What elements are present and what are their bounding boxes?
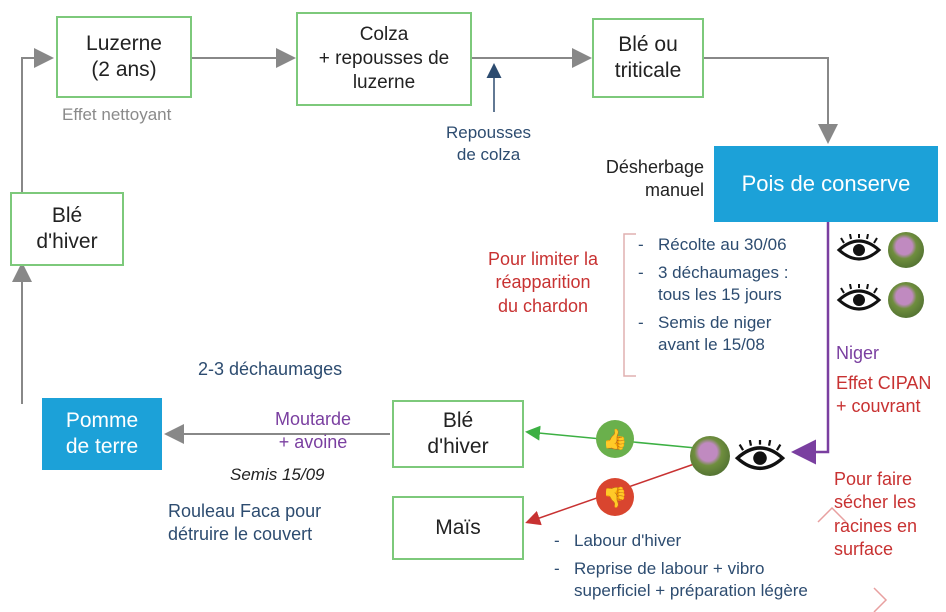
label-effet-cipan: Effet CIPAN + couvrant (836, 373, 932, 417)
list-bracket (623, 233, 636, 377)
list-item: Récolte au 30/06 (632, 234, 812, 256)
thistle-icon (888, 232, 924, 268)
list-mais-actions: Labour d'hiver Reprise de labour + vibro… (548, 530, 848, 608)
thistle-icon (690, 436, 730, 476)
box-mais: Maïs (392, 496, 524, 560)
list-item: Reprise de labour + vibro superficiel + … (548, 558, 848, 602)
label-moutarde: Moutarde + avoine (274, 409, 352, 453)
thumbs-up-icon: 👍 (596, 420, 634, 458)
thistle-icon (888, 282, 924, 318)
list-item: 3 déchaumages : tous les 15 jours (632, 262, 812, 306)
box-ble-ou-triticale: Blé ou triticale (592, 18, 704, 98)
box-pois-de-conserve: Pois de conserve (714, 146, 938, 222)
label-desherbage: Désherbage manuel (605, 157, 704, 201)
arrow-ble-pois (703, 57, 838, 144)
list-pois-actions: Récolte au 30/06 3 déchaumages : tous le… (632, 234, 812, 362)
label-effet-nettoyant: Effet nettoyant (62, 105, 172, 124)
thumbs-down-icon: 👎 (596, 478, 634, 516)
eye-icon (734, 440, 786, 470)
arrow-pois-niger (791, 222, 830, 465)
label-semis: Semis 15/09 (230, 465, 325, 484)
label-pour-limiter: Pour limiter la réapparition du chardon (487, 249, 599, 316)
eye-icon (836, 284, 882, 311)
label-dechaumages: 2-3 déchaumages (198, 359, 343, 379)
eye-icon (836, 234, 882, 261)
chevron-decoration (817, 506, 847, 523)
list-item: Labour d'hiver (548, 530, 848, 552)
box-luzerne: Luzerne (2 ans) (56, 16, 192, 98)
label-niger: Niger (836, 343, 880, 363)
label-rouleau: Rouleau Faca pour détruire le couvert (168, 501, 322, 545)
chevron-decoration (873, 587, 888, 612)
arrow-blehiver-luzerne (21, 48, 54, 192)
box-ble-hiver-bottom: Blé d'hiver (392, 400, 524, 468)
list-item: Semis de niger avant le 15/08 (632, 312, 812, 356)
label-repousses-colza: Repousses de colza (446, 123, 532, 165)
box-colza: Colza + repousses de luzerne (296, 12, 472, 106)
label-pour-faire: Pour faire sécher les racines en surface (834, 469, 918, 560)
box-pomme-de-terre: Pomme de terre (42, 398, 162, 470)
box-ble-hiver-left: Blé d'hiver (10, 192, 124, 266)
